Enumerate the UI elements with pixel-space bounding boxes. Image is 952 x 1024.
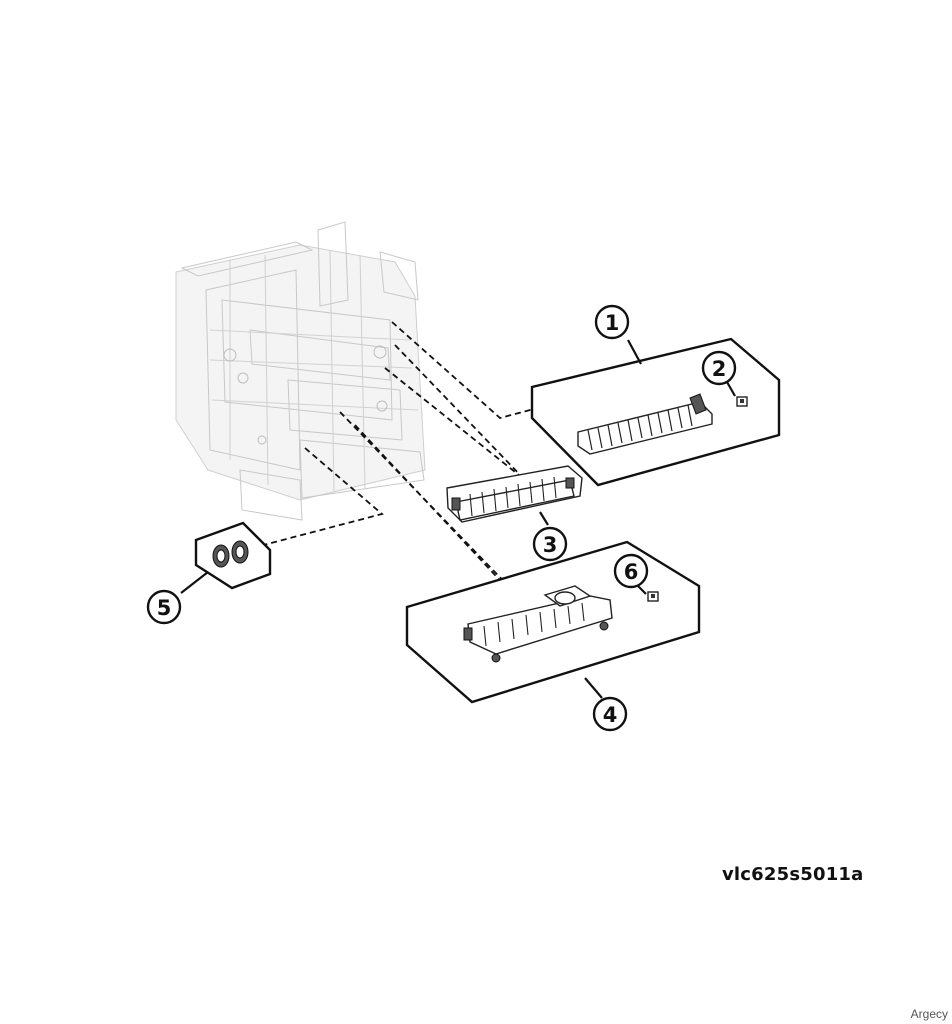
svg-text:4: 4 bbox=[603, 703, 618, 727]
callout-2: 2 bbox=[701, 350, 737, 386]
callout-6: 6 bbox=[613, 553, 649, 589]
callout-leader-lines bbox=[180, 339, 736, 699]
callout-3: 3 bbox=[532, 526, 568, 562]
svg-text:3: 3 bbox=[543, 533, 558, 557]
transfer-part bbox=[463, 585, 613, 663]
part-group-box-5 bbox=[194, 521, 272, 590]
fuser-part bbox=[446, 465, 583, 523]
figure-id: vlc625s5011a bbox=[722, 864, 864, 885]
exit-guide-part bbox=[577, 393, 713, 455]
svg-text:2: 2 bbox=[712, 357, 727, 381]
gear-part bbox=[212, 540, 249, 568]
connector-part-6 bbox=[647, 591, 659, 602]
watermark: Argecy bbox=[910, 1007, 948, 1021]
svg-text:5: 5 bbox=[157, 596, 172, 620]
part-group-box-4 bbox=[405, 540, 701, 704]
svg-text:1: 1 bbox=[605, 311, 620, 335]
connector-part bbox=[736, 396, 748, 407]
callout-5: 5 bbox=[146, 589, 182, 625]
callout-1: 1 bbox=[594, 304, 630, 340]
svg-text:6: 6 bbox=[624, 560, 639, 584]
callout-4: 4 bbox=[592, 696, 628, 732]
part-group-box-1 bbox=[530, 337, 781, 487]
